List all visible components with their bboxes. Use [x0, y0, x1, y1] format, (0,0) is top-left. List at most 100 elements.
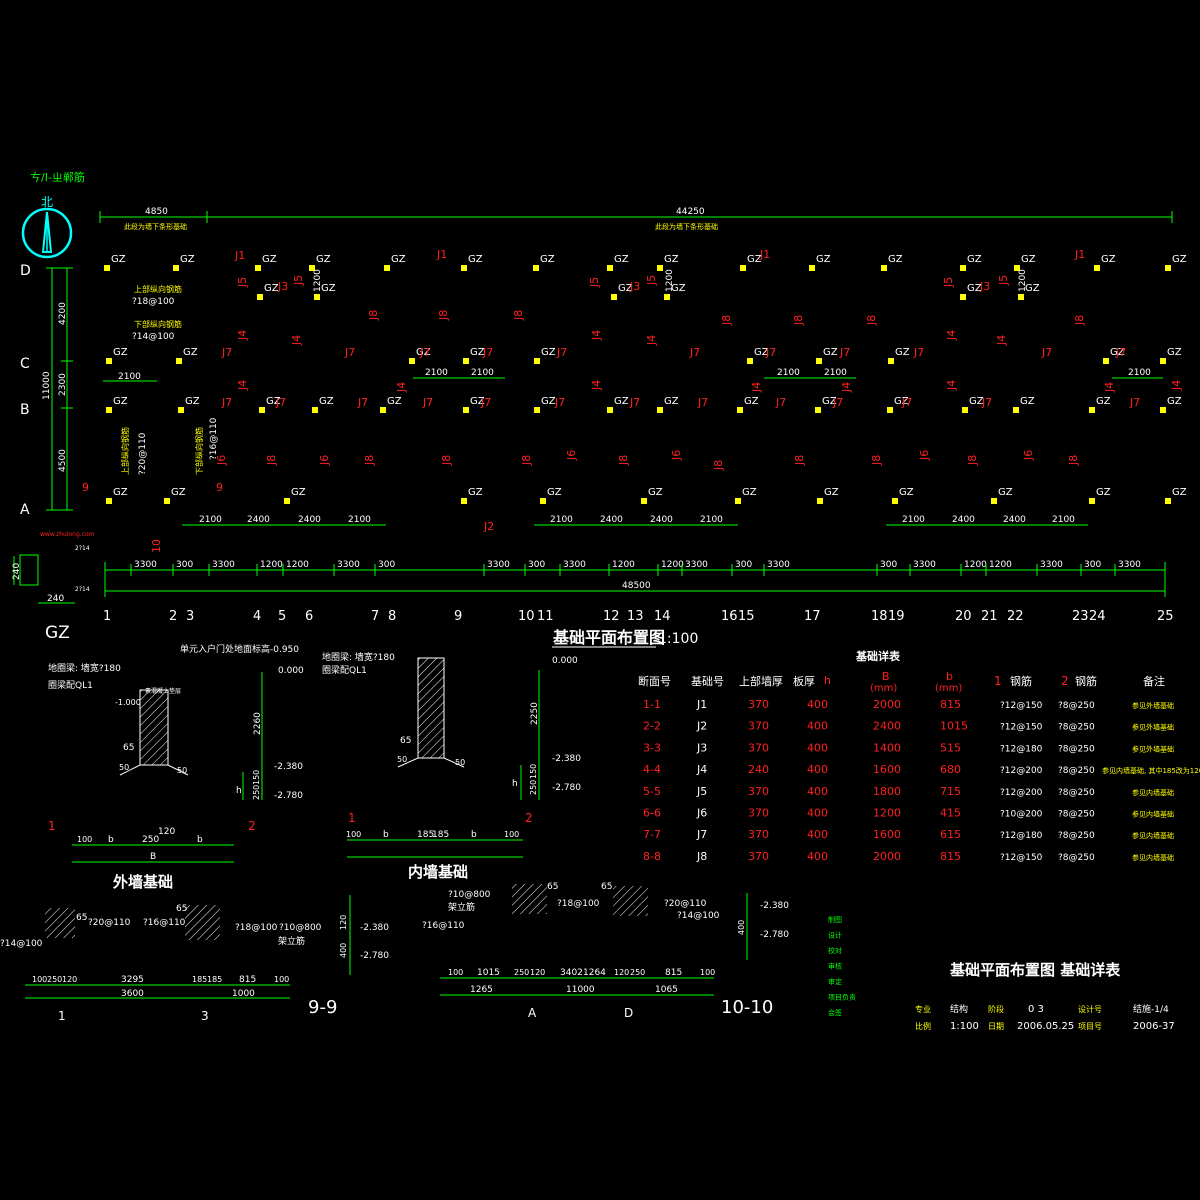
column-gz-label: GZ — [266, 396, 281, 407]
gz-rebar: 2?14 — [75, 545, 90, 552]
foundation-mark: J4 — [236, 380, 249, 391]
column-gz-label: GZ — [547, 487, 562, 498]
table-cell: 2000 — [873, 698, 901, 711]
table-cell: J1 — [696, 698, 707, 711]
column-gz — [657, 407, 663, 413]
column-gz — [380, 407, 386, 413]
s10-top-3: 250 — [514, 968, 529, 977]
foundation-mark: J5 — [292, 275, 305, 286]
rebar-top-value: ?18@100 — [132, 297, 175, 307]
foundation-mark: J8 — [870, 455, 883, 466]
s9-axis-1: 1 — [58, 1009, 66, 1023]
north-label: 北 — [41, 195, 53, 209]
inner-note-2: 圈梁配QL1 — [322, 664, 367, 676]
column-gz — [309, 265, 315, 271]
inner-bot-185b: 185 — [432, 830, 449, 840]
foundation-mark: J4 — [995, 335, 1008, 346]
watermark: www.zhulong.com — [40, 531, 95, 538]
inner-elev-1: -2.380 — [552, 754, 581, 764]
foundation-mark: J8 — [363, 455, 376, 466]
table-cell: 370 — [748, 741, 769, 754]
tb-r2-4: 项目号 — [1078, 1022, 1102, 1031]
column-gz — [960, 265, 966, 271]
title-block-role: 制图 — [828, 915, 842, 924]
column-number: 11 — [537, 609, 554, 624]
foundation-table: 基础详表 断面号 基础号 上部墙厚 板厚 h B (mm) b (mm) 1 钢… — [638, 649, 1200, 863]
table-cell: J2 — [696, 720, 707, 733]
foundation-mark: J8 — [617, 455, 630, 466]
column-gz — [1018, 294, 1024, 300]
foundation-mark: J6 — [670, 450, 683, 461]
s10-label-stir: 架立筋 — [448, 901, 475, 913]
inner-dim-150: 150 — [529, 764, 538, 779]
s9-rebar-5: ?14@100 — [0, 939, 43, 949]
inner-marker-1: 1 — [348, 811, 356, 825]
s10-top-1: 100 — [448, 968, 463, 977]
column-gz — [962, 407, 968, 413]
table-cell: J4 — [696, 763, 707, 776]
c-dim-left: 2100 — [118, 372, 141, 382]
s10-rebar-1: ?10@800 — [448, 890, 491, 900]
title-block-role: 校对 — [828, 946, 842, 955]
table-cell: J5 — [696, 785, 707, 798]
column-gz — [611, 294, 617, 300]
column-gz — [259, 407, 265, 413]
column-number: 4 — [253, 609, 261, 624]
th-wall: 上部墙厚 — [739, 674, 783, 688]
s9-top-3: 120 — [62, 975, 77, 984]
table-cell: 1200 — [873, 807, 901, 820]
table-cell: 370 — [748, 850, 769, 863]
bottom-segment-label: 1200 — [612, 560, 635, 570]
inner-ledge-65: 65 — [400, 736, 411, 746]
s9-rebar-1: ?20@110 — [88, 918, 131, 928]
foundation-mark: J8 — [792, 315, 805, 326]
table-cell: 400 — [807, 850, 828, 863]
column-gz — [257, 294, 263, 300]
a-dim-7: 2400 — [650, 515, 673, 525]
s9-rebar-2: ?16@110 — [143, 918, 186, 928]
foundation-mark: J5 — [645, 275, 658, 286]
b-dim-5: 2100 — [1128, 368, 1151, 378]
column-gz-label: GZ — [1025, 283, 1040, 294]
column-gz-label: GZ — [262, 254, 277, 265]
s9-side-120: 120 — [339, 915, 348, 930]
outer-ledge-50b: 50 — [177, 766, 187, 775]
s10-bot-2: 11000 — [566, 985, 595, 995]
column-gz — [1089, 407, 1095, 413]
column-gz-label: GZ — [744, 396, 759, 407]
top-dim-1: 4850 — [145, 207, 168, 217]
inner-marker-2: 2 — [525, 811, 533, 825]
column-gz — [1014, 265, 1020, 271]
s10-top-6: 1264 — [583, 968, 606, 978]
a-dim-4: 2100 — [348, 515, 371, 525]
column-gz-label: GZ — [1167, 396, 1182, 407]
column-gz — [740, 265, 746, 271]
table-cell: 7-7 — [643, 828, 661, 841]
column-gz-label: GZ — [967, 283, 982, 294]
column-number: 20 — [955, 609, 972, 624]
inner-dim-h: h — [512, 779, 518, 789]
foundation-mark: J1 — [234, 249, 245, 262]
s9-top-4: 3295 — [121, 975, 144, 985]
b-dim-2: 2100 — [471, 368, 494, 378]
column-gz-label: GZ — [614, 396, 629, 407]
foundation-mark: J4 — [590, 330, 603, 341]
column-gz — [607, 265, 613, 271]
foundation-mark: J6 — [918, 450, 931, 461]
foundation-mark: J6 — [1022, 450, 1035, 461]
column-gz — [887, 407, 893, 413]
bottom-segment-label: 300 — [880, 560, 897, 570]
inner-note-1: 地圈梁: 墙宽?180 — [322, 651, 395, 663]
plan-top-dimension — [99, 211, 1173, 223]
table-cell: 370 — [748, 785, 769, 798]
foundation-mark: J8 — [520, 455, 533, 466]
column-gz — [888, 358, 894, 364]
foundation-mark: J8 — [1073, 315, 1086, 326]
inner-ledge-50a: 50 — [397, 755, 407, 764]
foundation-mark: J8 — [440, 455, 453, 466]
foundation-mark: J7 — [1041, 346, 1052, 359]
table-cell: ?8@250 — [1058, 788, 1095, 798]
outer-wall-title: 外墙基础 — [112, 873, 173, 891]
